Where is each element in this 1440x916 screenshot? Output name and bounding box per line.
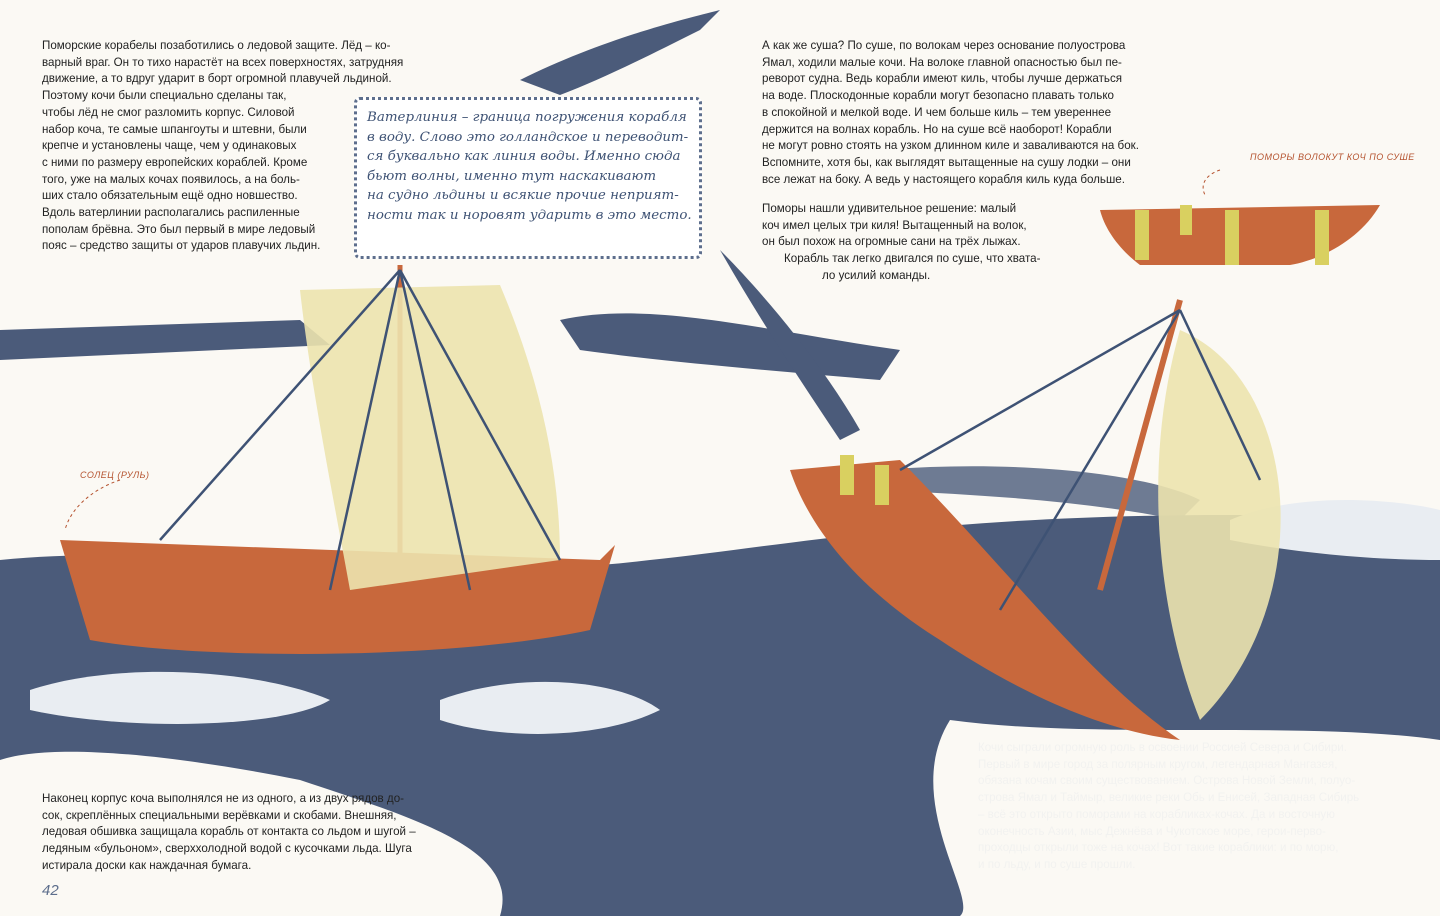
sea-streak [560,313,900,380]
text-line: крепче и установлены чаще, чем у одинако… [42,139,297,153]
text-line: того, уже на малых кочах появилось, а на… [42,172,300,186]
text-line: ло усилий команды. [822,268,931,282]
text-line: в спокойной и мелкой воде. И чем больше … [762,105,1112,119]
text-line: с ними по размеру европейских кораблей. … [42,155,308,169]
text-line: пояс – средство защиты от ударов плавучи… [42,239,321,253]
solution-paragraph: Поморы нашли удивительное решение: малый… [762,201,1041,285]
text-line: Кочи сыграли огромную роль в освоении Ро… [978,741,1347,754]
conclusion-paragraph: Кочи сыграли огромную роль в освоении Ро… [978,740,1359,874]
callout-line: на судно льдины и всякие прочие неприят- [367,188,679,203]
ice-floe [440,681,660,734]
text-line: и по льду, и по суше прошли. [978,857,1136,871]
text-line: ледовая обшивка защищала корабль от конт… [42,825,416,839]
pomor-figure [1180,205,1192,235]
pomor-figure [875,465,889,505]
pomor-figure [840,455,854,495]
text-line: движение, а то вдруг ударит в борт огром… [42,72,392,86]
left-koch-ship [60,265,615,654]
right-ship-hull [790,460,1180,740]
text-line: Корабль так легко двигался по суше, что … [784,252,1041,266]
text-line: варный враг. Он то тихо нарастёт на всех… [42,55,404,69]
intro-paragraph: Поморские корабелы позаботились о ледово… [42,38,403,255]
text-line: ших стало обязательным ещё одно новшеств… [42,189,298,203]
land-paragraph: А как же суша? По суше, по волокам через… [762,38,1139,188]
sea-streak [720,250,860,440]
hull-paragraph: Наконец корпус коча выполнялся не из одн… [42,791,416,875]
text-line: Первый в мире город за полярным кругом, … [978,757,1338,771]
pomor-figure [1225,210,1239,265]
callout-line: бьют волны, именно тут наскакивают [367,168,657,184]
text-line: Вспомните, хотя бы, как выглядят вытащен… [762,155,1131,169]
rudder-label: СОЛЕЦ (РУЛЬ) [80,470,150,480]
callout-line: Ватерлиния – граница погружения корабля [367,110,687,125]
ice-floe [30,671,330,724]
text-line: реворот судна. Ведь корабли имеют киль, … [762,72,1123,86]
text-line: истирала доски как наждачная бумага. [42,858,252,872]
pomor-figure [1135,210,1149,260]
ice-floe [1230,500,1440,560]
callout-line: ся буквально как линия воды. Именно сюда [367,149,681,164]
callout-line: в воду. Слово это голландское и переводи… [367,129,689,145]
text-line: все лежат на боку. А ведь у настоящего к… [762,172,1125,186]
text-line: Вдоль ватерлинии располагались распиленн… [42,206,300,220]
text-line: строва Ямал и Таймыр, великие реки Обь и… [978,791,1360,805]
text-line: он был похож на огромные сани на трёх лы… [762,235,1021,249]
text-line: держится на волнах корабль. Но на суше в… [762,122,1112,136]
text-line: – всё это открыто поморами на корабликах… [978,807,1335,821]
text-line: А как же суша? По суше, по волокам через… [762,39,1126,52]
text-line: чтобы лёд не смог разломить корпус. Сило… [42,105,295,119]
text-line: ледяным «бульоном», сверххолодной водой … [42,842,412,856]
left-ship-sail [300,285,560,590]
right-koch-ship [790,299,1281,740]
portage-label: ПОМОРЫ ВОЛОКУТ КОЧ ПО СУШЕ [1250,152,1415,162]
text-line: проходцы открыли тоже на кочах! Вот таки… [978,841,1339,855]
pomor-figure [1315,210,1329,265]
text-line: обязана кочам своим существованием. Остр… [978,774,1356,788]
sea-waves [0,320,1440,916]
text-line: Поморы нашли удивительное решение: малый [762,202,1017,215]
waterline-callout: Ватерлиния – граница погружения корабля … [354,97,702,259]
text-line: Наконец корпус коча выполнялся не из одн… [42,792,405,805]
page-number: 42 [42,882,59,899]
text-line: коч имел целых три киля! Вытащенный на в… [762,218,1027,232]
rudder-pointer [64,479,121,531]
text-line: сок, скреплённых специальными верёвками … [42,808,397,822]
text-line: пополам брёвна. Это был первый в мире ле… [42,222,316,236]
text-line: Поморские корабелы позаботились о ледово… [42,39,391,52]
text-line: на воде. Плоскодонные корабли могут безо… [762,89,1114,103]
right-ship-sail [1158,330,1281,720]
text-line: не могут ровно стоять на узком длинном к… [762,139,1139,153]
text-line: Поэтому кочи были специально сделаны так… [42,89,287,103]
callout-line: ности так и норовят ударить в это место. [367,207,692,223]
sea-streak [520,10,720,95]
text-line: набор коча, те самые шпангоуты и штевни,… [42,122,307,136]
portage-vignette [1100,169,1380,265]
text-line: оконечность Азии, мыс Дежнёва и Чукотско… [978,824,1326,838]
text-line: Ямал, ходили малые кочи. На волоке главн… [762,55,1122,69]
